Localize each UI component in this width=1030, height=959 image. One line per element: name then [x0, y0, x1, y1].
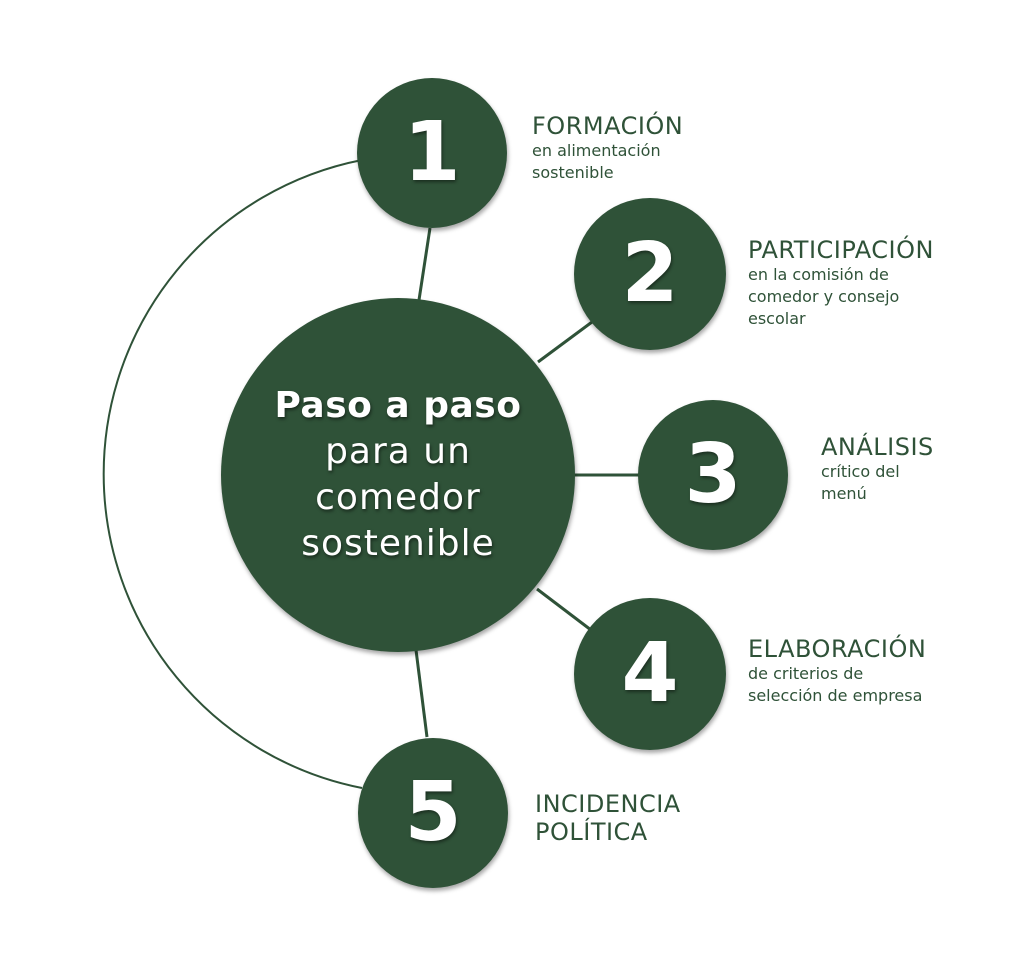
step-1-description-line: sostenible [532, 163, 614, 182]
center-subtitle: para un comedor sostenible [301, 431, 495, 564]
step-4-circle: 4 [574, 598, 726, 750]
step-1-label: FORMACIÓN en alimentación sostenible [532, 112, 683, 184]
step-4-description-line: selección de empresa [748, 686, 923, 705]
outer-arc [102, 159, 363, 789]
connector-step-4 [536, 587, 592, 632]
center-circle: Paso a paso para un comedor sostenible [221, 298, 575, 652]
step-1-circle: 1 [357, 78, 507, 228]
step-5-title-line-2: POLÍTICA [535, 818, 648, 846]
step-5-number: 5 [404, 765, 462, 860]
step-2-description-line: comedor y consejo [748, 287, 900, 306]
step-3-title: ANÁLISIS [821, 433, 934, 461]
step-1-number: 1 [403, 105, 461, 200]
connector-step-2 [537, 320, 593, 364]
step-3-number: 3 [684, 427, 742, 522]
step-5-title: INCIDENCIA [535, 790, 681, 818]
step-1-description: en alimentación sostenible [532, 140, 683, 184]
step-4-description-line: de criterios de [748, 664, 864, 683]
step-5-label: INCIDENCIA POLÍTICA [535, 790, 681, 846]
step-2-description: en la comisión de comedor y consejo esco… [748, 264, 934, 330]
step-1-description-line: en alimentación [532, 141, 661, 160]
step-2-number: 2 [621, 226, 679, 321]
step-2-label: PARTICIPACIÓN en la comisión de comedor … [748, 236, 934, 330]
step-3-description: crítico del menú [821, 461, 934, 505]
connector-step-1 [417, 227, 432, 301]
step-2-description-line: en la comisión de [748, 265, 889, 284]
step-1-title: FORMACIÓN [532, 112, 684, 140]
connector-step-5 [414, 649, 429, 738]
step-5-circle: 5 [358, 738, 508, 888]
step-3-description-line: menú [821, 484, 867, 503]
step-3-label: ANÁLISIS crítico del menú [821, 433, 934, 505]
step-4-description: de criterios de selección de empresa [748, 663, 926, 707]
step-3-description-line: crítico del [821, 462, 900, 481]
step-4-title: ELABORACIÓN [748, 635, 927, 663]
step-2-description-line: escolar [748, 309, 806, 328]
step-2-title: PARTICIPACIÓN [748, 236, 934, 264]
step-2-circle: 2 [574, 198, 726, 350]
step-4-number: 4 [621, 626, 679, 721]
center-title: Paso a paso [274, 385, 522, 426]
step-3-circle: 3 [638, 400, 788, 550]
step-4-label: ELABORACIÓN de criterios de selección de… [748, 635, 926, 707]
